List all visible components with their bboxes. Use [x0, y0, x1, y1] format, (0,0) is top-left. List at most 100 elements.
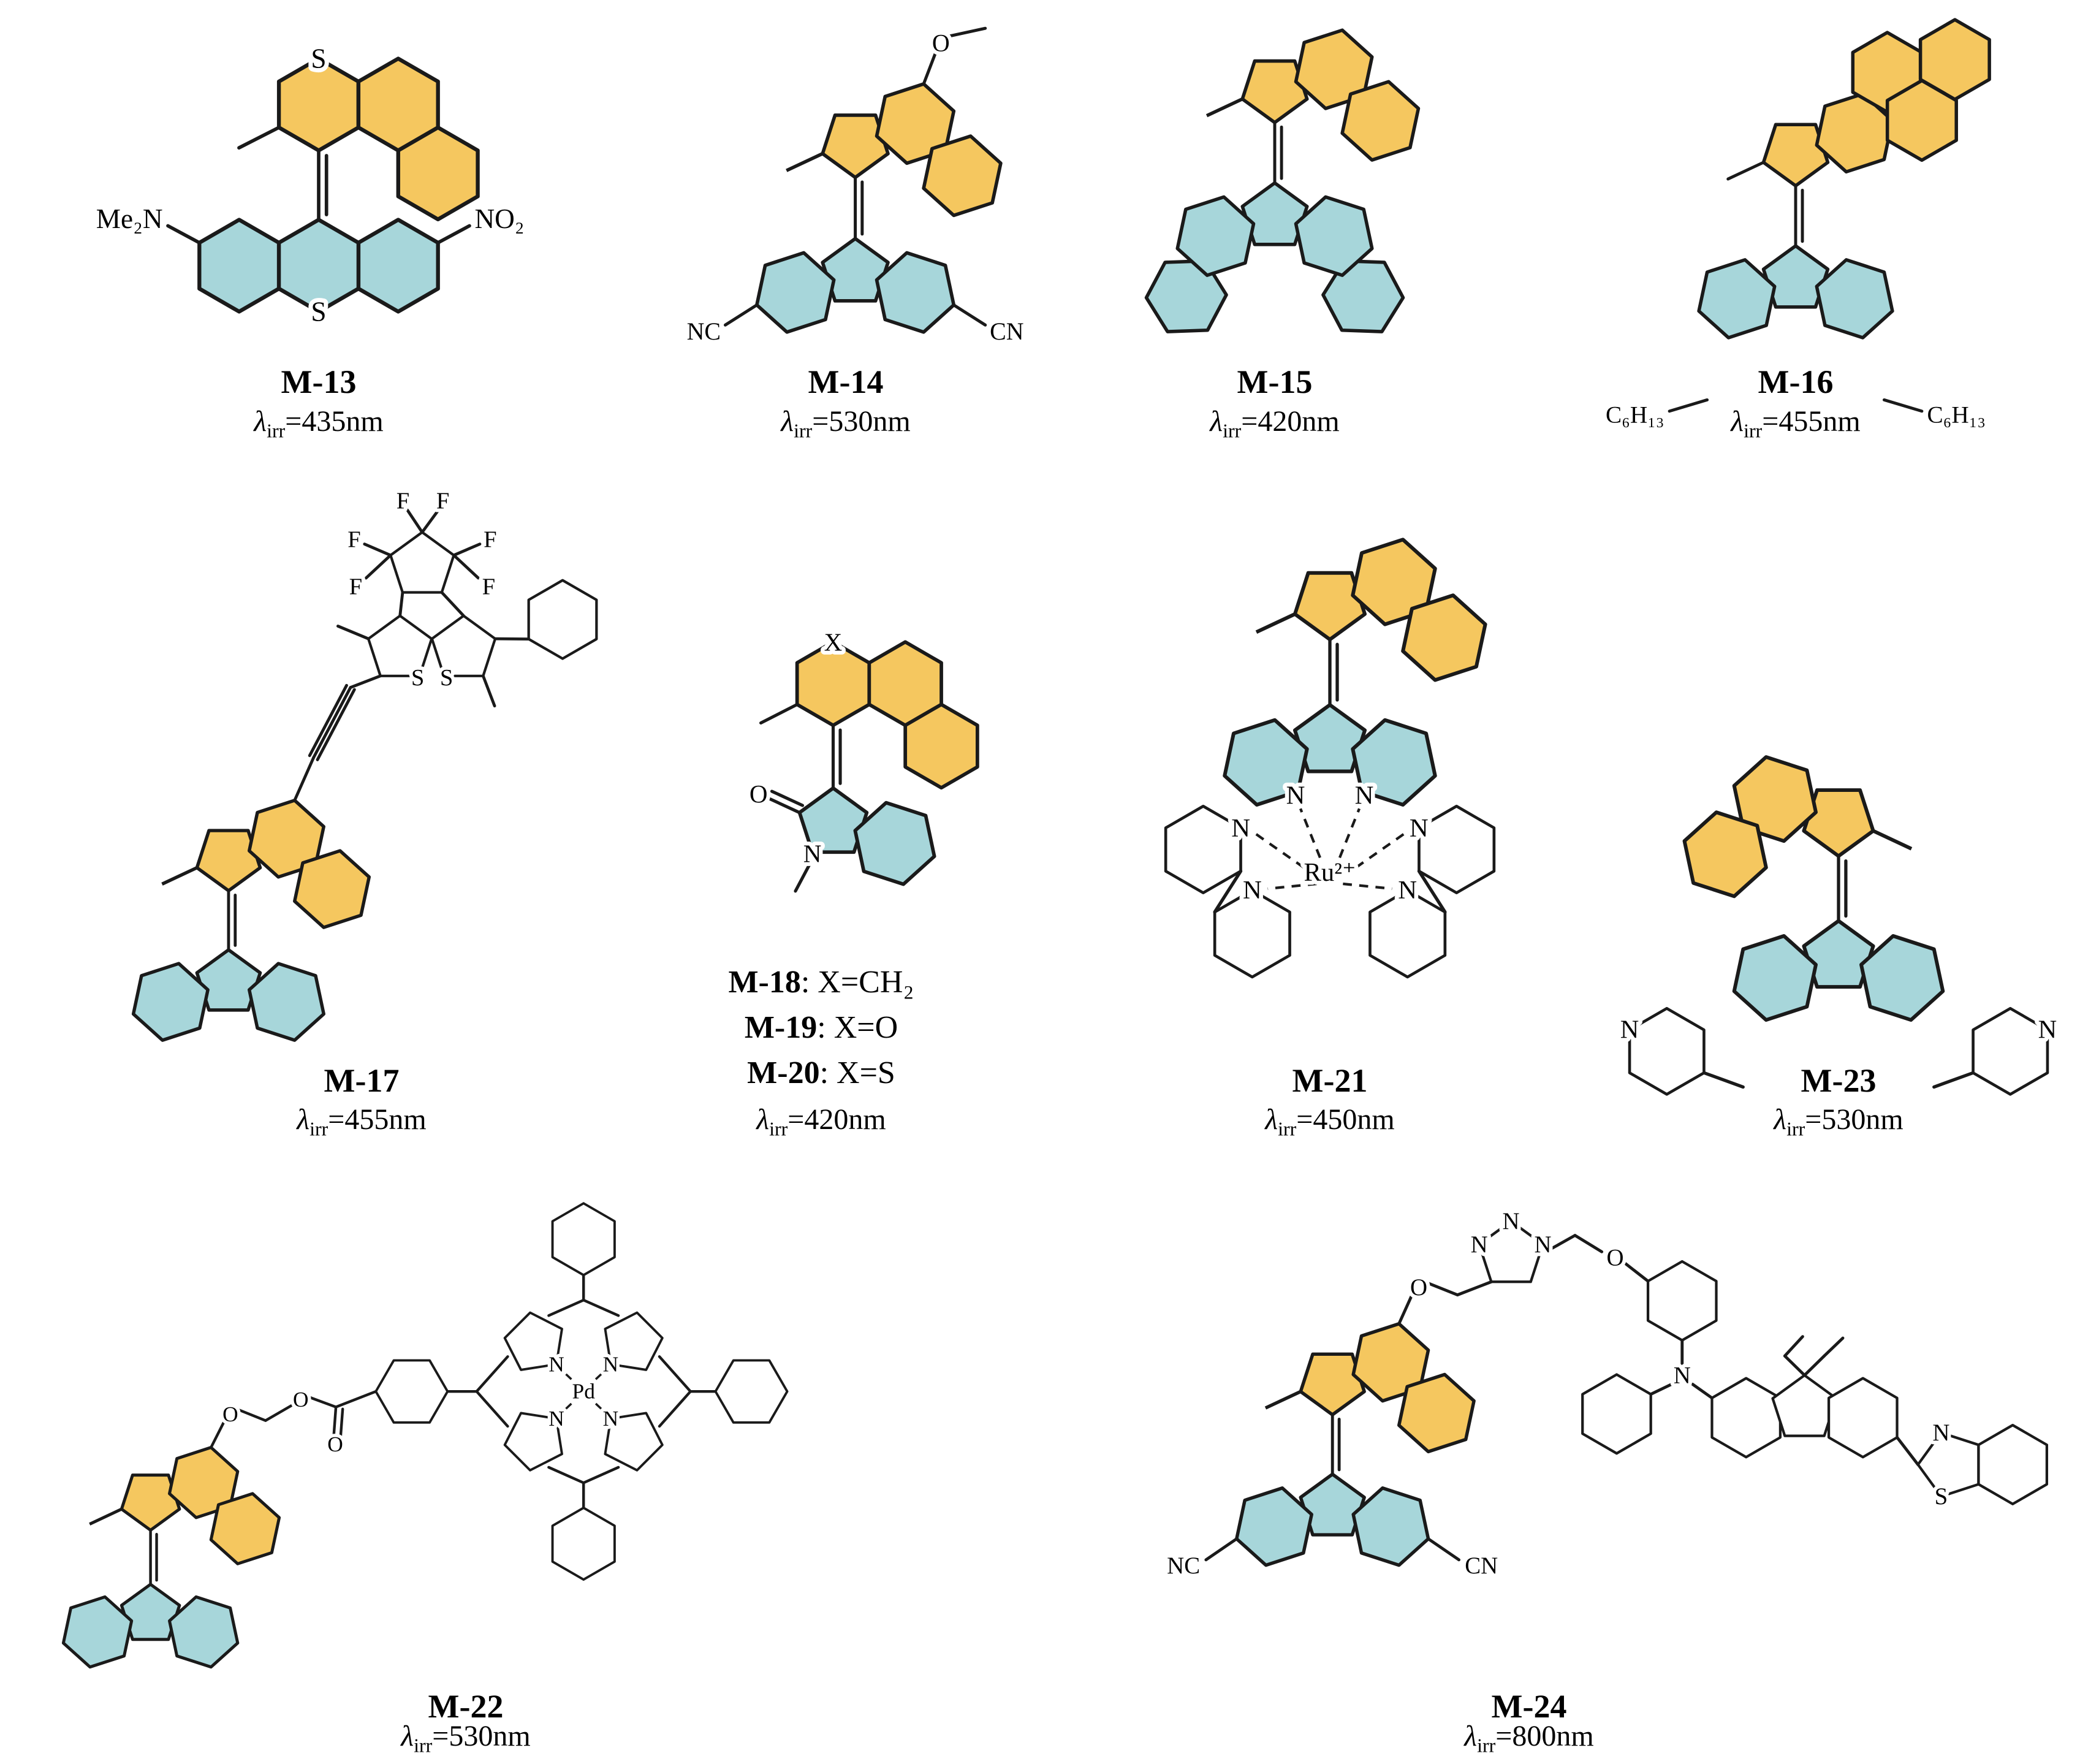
lambda-subscript: irr: [414, 1735, 433, 1757]
m14-structure: O NC CN: [683, 25, 1028, 349]
molecule-m22: O O O Pd N N N N M-22 λirr=530nm: [37, 1195, 1079, 1764]
molecule-m18-m20: X O N M-18: X=CH₂ M-19: X=O M-20: X=S λi…: [650, 613, 993, 1152]
molecule-m23: N N M-23 λirr=530nm: [1593, 739, 2084, 1152]
wavelength-value: =435nm: [285, 405, 384, 438]
wavelength-value: =530nm: [812, 405, 911, 438]
stator-rings: [1137, 183, 1413, 348]
fluorine-label: F: [484, 527, 496, 552]
rotor-rings: [1207, 23, 1422, 167]
lambda-subscript: irr: [794, 420, 813, 442]
lambda-symbol: λ: [756, 1103, 770, 1136]
ruthenium-label: Ru²⁺: [1304, 858, 1356, 887]
pd-n-coordination-bonds: [560, 1368, 607, 1415]
m17-wavelength: λirr=455nm: [18, 1101, 705, 1147]
stator-rings: [1232, 1474, 1432, 1572]
rotor-rings: [89, 1441, 283, 1570]
m15-name: M-15: [1237, 363, 1313, 400]
nitrogen-label: N: [603, 1407, 619, 1431]
lambda-symbol: λ: [401, 1720, 414, 1753]
m15-structure: [1112, 9, 1437, 353]
m23-name: M-23: [1801, 1062, 1877, 1099]
nitrogen-label: N: [1355, 781, 1374, 810]
m13-wavelength: λirr=435nm: [61, 403, 576, 449]
lambda-subscript: irr: [267, 420, 286, 442]
central-double-bond: [229, 891, 235, 949]
carbonyl-oxygen-label: O: [327, 1432, 343, 1456]
molecule-m16: C₆H₁₃ C₆H₁₃ M-16 λirr=455nm: [1514, 9, 2078, 463]
nitrogen-label: N: [1398, 876, 1417, 905]
lambda-subscript: irr: [1278, 1118, 1297, 1140]
nitrogen-label: N: [803, 839, 822, 867]
m17-name: M-17: [324, 1062, 400, 1099]
wavelength-value: =450nm: [1296, 1103, 1395, 1136]
wavelength-value: =800nm: [1495, 1720, 1594, 1753]
m13-structure: S S Me₂N NO₂: [92, 39, 529, 332]
bipyridine-rings: [1166, 806, 1494, 977]
nitrile-label: CN: [1465, 1553, 1498, 1579]
nitrogen-label: N: [1535, 1231, 1552, 1258]
m15-wavelength: λirr=420nm: [1072, 403, 1477, 449]
ru-n-coordination-bonds: [1254, 808, 1406, 891]
central-double-bond: [1275, 123, 1281, 183]
fluorine-label: F: [349, 574, 362, 600]
fluorine-label: F: [397, 489, 409, 514]
porphyrin-bonds: [474, 1274, 717, 1510]
m24-name: M-24: [1491, 1688, 1567, 1725]
sulfur-atom-label: S: [1935, 1483, 1948, 1510]
nitrogen-label: N: [1410, 814, 1429, 843]
stator-rings: [1695, 246, 1896, 345]
central-double-bond: [856, 177, 862, 238]
m21-structure: N N Ru²⁺ N N N N: [1146, 521, 1514, 991]
bonds: [759, 702, 811, 893]
stator-rings: [1729, 921, 1947, 1027]
m14-wavelength: λirr=530nm: [613, 403, 1079, 449]
stator-rings: [1220, 705, 1440, 813]
stator-rings: [129, 950, 328, 1047]
molecule-m13: S S Me₂N NO₂ M-13 λirr=435nm: [61, 9, 576, 463]
m18-structure: X O N: [745, 624, 1030, 903]
variant-m19: M-19: X=O: [744, 1010, 898, 1045]
nitrile-label: NC: [687, 317, 721, 345]
m18-m20-variant-list: M-18: X=CH₂ M-19: X=O M-20: X=S: [650, 960, 993, 1096]
phenylene-ring: [374, 1359, 449, 1424]
wavelength-value: =530nm: [1805, 1103, 1904, 1136]
nitrile-label: NC: [1167, 1553, 1200, 1579]
stator-rings: [753, 238, 958, 339]
fluorine-label: F: [347, 527, 360, 552]
rotor-rings: [1266, 1317, 1478, 1459]
bonds: [723, 26, 987, 327]
central-double-bond: [1330, 639, 1337, 705]
fluorene-rings: [1712, 1375, 1897, 1458]
molecule-m17: F F F F F F S S M-17 λirr=455nm: [18, 484, 705, 1152]
lambda-symbol: λ: [1210, 405, 1223, 438]
bonds: [1204, 1234, 1920, 1562]
fluorine-label: F: [482, 574, 495, 600]
linker-bonds: [210, 1390, 478, 1449]
central-double-bond: [319, 150, 327, 219]
central-double-bond: [151, 1530, 157, 1584]
lambda-subscript: irr: [769, 1118, 788, 1140]
m22-name: M-22: [428, 1688, 504, 1725]
lambda-symbol: λ: [297, 1103, 310, 1136]
palladium-label: Pd: [572, 1380, 596, 1404]
stator-rings: [59, 1584, 241, 1673]
central-double-bond: [1839, 856, 1846, 921]
m14-name: M-14: [808, 363, 884, 400]
nitrogen-label: N: [1231, 814, 1250, 843]
aniline-rings: [1582, 1261, 1716, 1453]
rotor-rings: [162, 793, 373, 934]
wavelength-value: =530nm: [432, 1720, 531, 1753]
ether-oxygen-label: O: [1607, 1244, 1624, 1271]
carbonyl-oxygen-label: O: [750, 780, 768, 808]
rotor-rings: [786, 77, 1004, 222]
lambda-symbol: λ: [254, 405, 267, 438]
lambda-symbol: λ: [1464, 1720, 1478, 1753]
nitrogen-label: N: [1620, 1016, 1639, 1044]
rotor-rings: [1256, 532, 1490, 688]
bonds: [1668, 161, 1924, 413]
rotor-rings: [797, 642, 977, 788]
methoxy-oxygen-label: O: [932, 29, 950, 56]
amine-nitrogen-label: N: [1674, 1362, 1691, 1388]
nitrogen-label: N: [1243, 876, 1262, 905]
m22-wavelength: λirr=530nm: [37, 1718, 895, 1764]
